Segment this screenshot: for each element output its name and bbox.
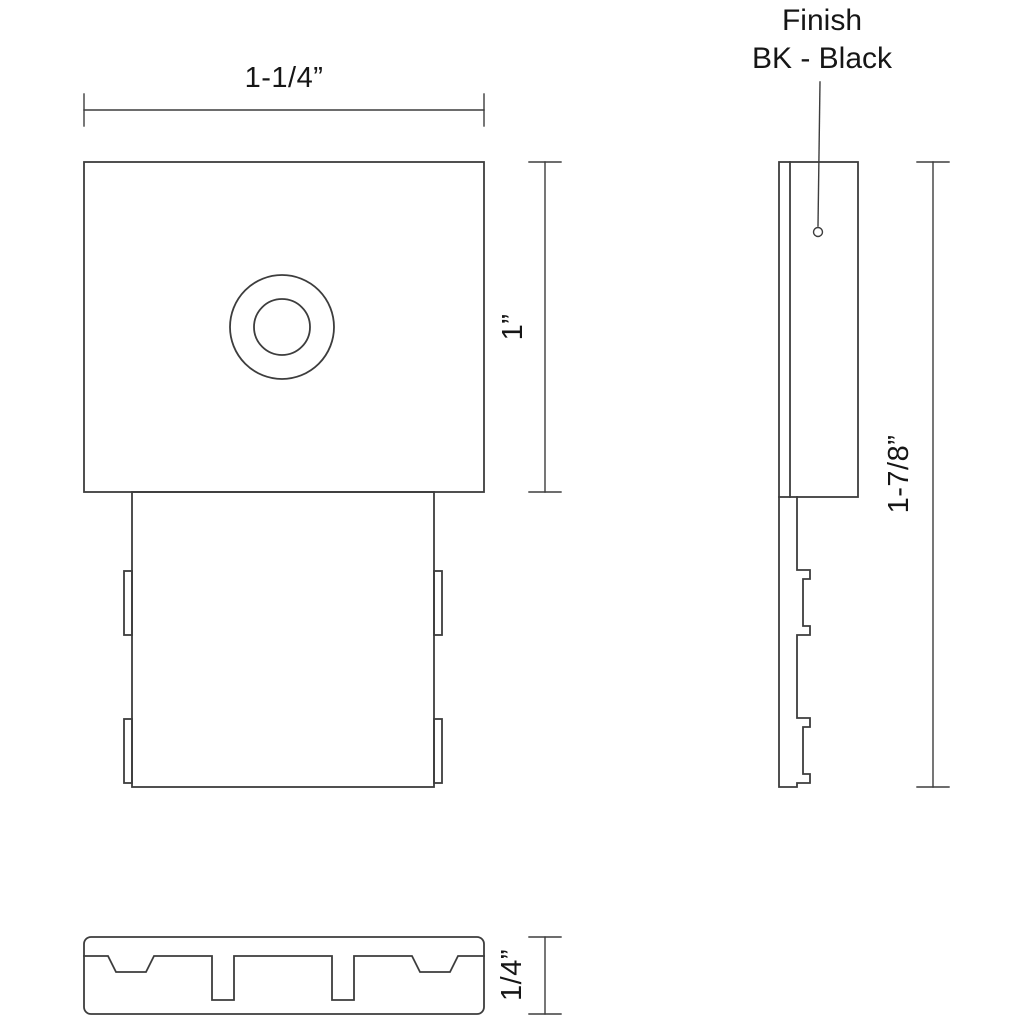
bottom-view [83, 936, 485, 1015]
side-height-dimension [916, 161, 950, 788]
thickness-dimension [528, 936, 562, 1015]
front-body-outline [83, 161, 485, 493]
finish-leader-dot [812, 226, 824, 238]
side-height-dimension-label: 1-7/8” [883, 435, 915, 514]
width-dimension [83, 93, 485, 127]
spring-clip-right-upper [433, 570, 443, 636]
thickness-dimension-label: 1/4” [496, 949, 528, 1001]
finish-callout [812, 81, 824, 238]
mounting-hole-outer [229, 274, 335, 380]
bottom-profile-channels [83, 955, 485, 1001]
finish-label-line2: BK - Black [752, 42, 893, 75]
spring-clip-left-lower [123, 718, 133, 784]
side-view [778, 161, 859, 788]
spring-clip-left-upper [123, 570, 133, 636]
front-height-dimension-label: 1” [497, 314, 529, 341]
side-base-profile [778, 496, 811, 788]
width-dimension-label: 1-1/4” [245, 62, 324, 94]
spring-clip-right-lower [433, 718, 443, 784]
front-base-outline [131, 491, 435, 788]
front-height-dimension [528, 161, 562, 493]
finish-leader-line [817, 81, 821, 227]
bottom-profile-outline [83, 936, 485, 1015]
drawing-linework [83, 81, 950, 1015]
drawing-labels: Finish BK - Black 1-1/4” 1” 1-7/8” 1/4” [245, 4, 915, 1001]
dimension-lines [83, 81, 950, 1015]
finish-label-line1: Finish [782, 4, 862, 37]
front-view [83, 161, 485, 788]
mounting-hole-inner [253, 298, 311, 356]
